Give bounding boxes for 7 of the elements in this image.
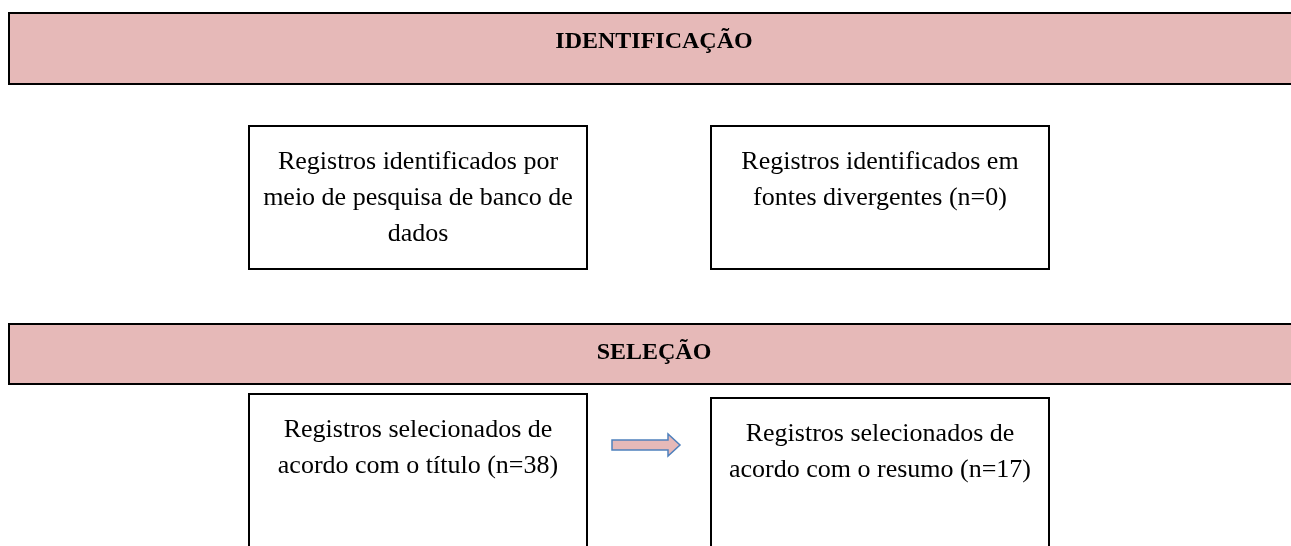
process-box: Registros identificados em fontes divergentes (n=0) [710, 125, 1050, 270]
process-box: Registros identificados por meio de pesquisa de banco de dados [248, 125, 588, 270]
section-banner: IDENTIFICAÇÃO [8, 12, 1291, 85]
block-arrow [611, 432, 682, 458]
process-box: Registros selecionados de acordo com o resumo (n=17) [710, 397, 1050, 546]
section-banner: SELEÇÃO [8, 323, 1291, 385]
process-box: Registros selecionados de acordo com o título (n=38) [248, 393, 588, 546]
